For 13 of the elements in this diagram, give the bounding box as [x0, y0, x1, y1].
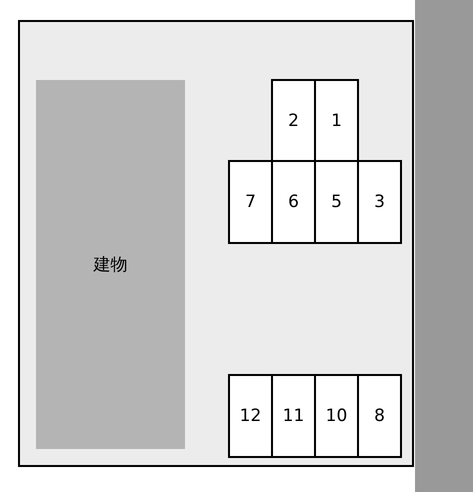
parking-space: 7: [228, 160, 273, 244]
parking-space: 3: [357, 160, 402, 244]
parking-space: 1: [314, 79, 359, 163]
road-area: [415, 0, 473, 492]
parking-space: 8: [357, 374, 402, 458]
parking-space: 6: [271, 160, 316, 244]
parking-space: 2: [271, 79, 316, 163]
parking-space: 10: [314, 374, 359, 458]
parking-lot: [18, 20, 414, 467]
parking-space: 11: [271, 374, 316, 458]
parking-space: 12: [228, 374, 273, 458]
parking-space: 5: [314, 160, 359, 244]
building-area: 建物: [36, 80, 185, 449]
